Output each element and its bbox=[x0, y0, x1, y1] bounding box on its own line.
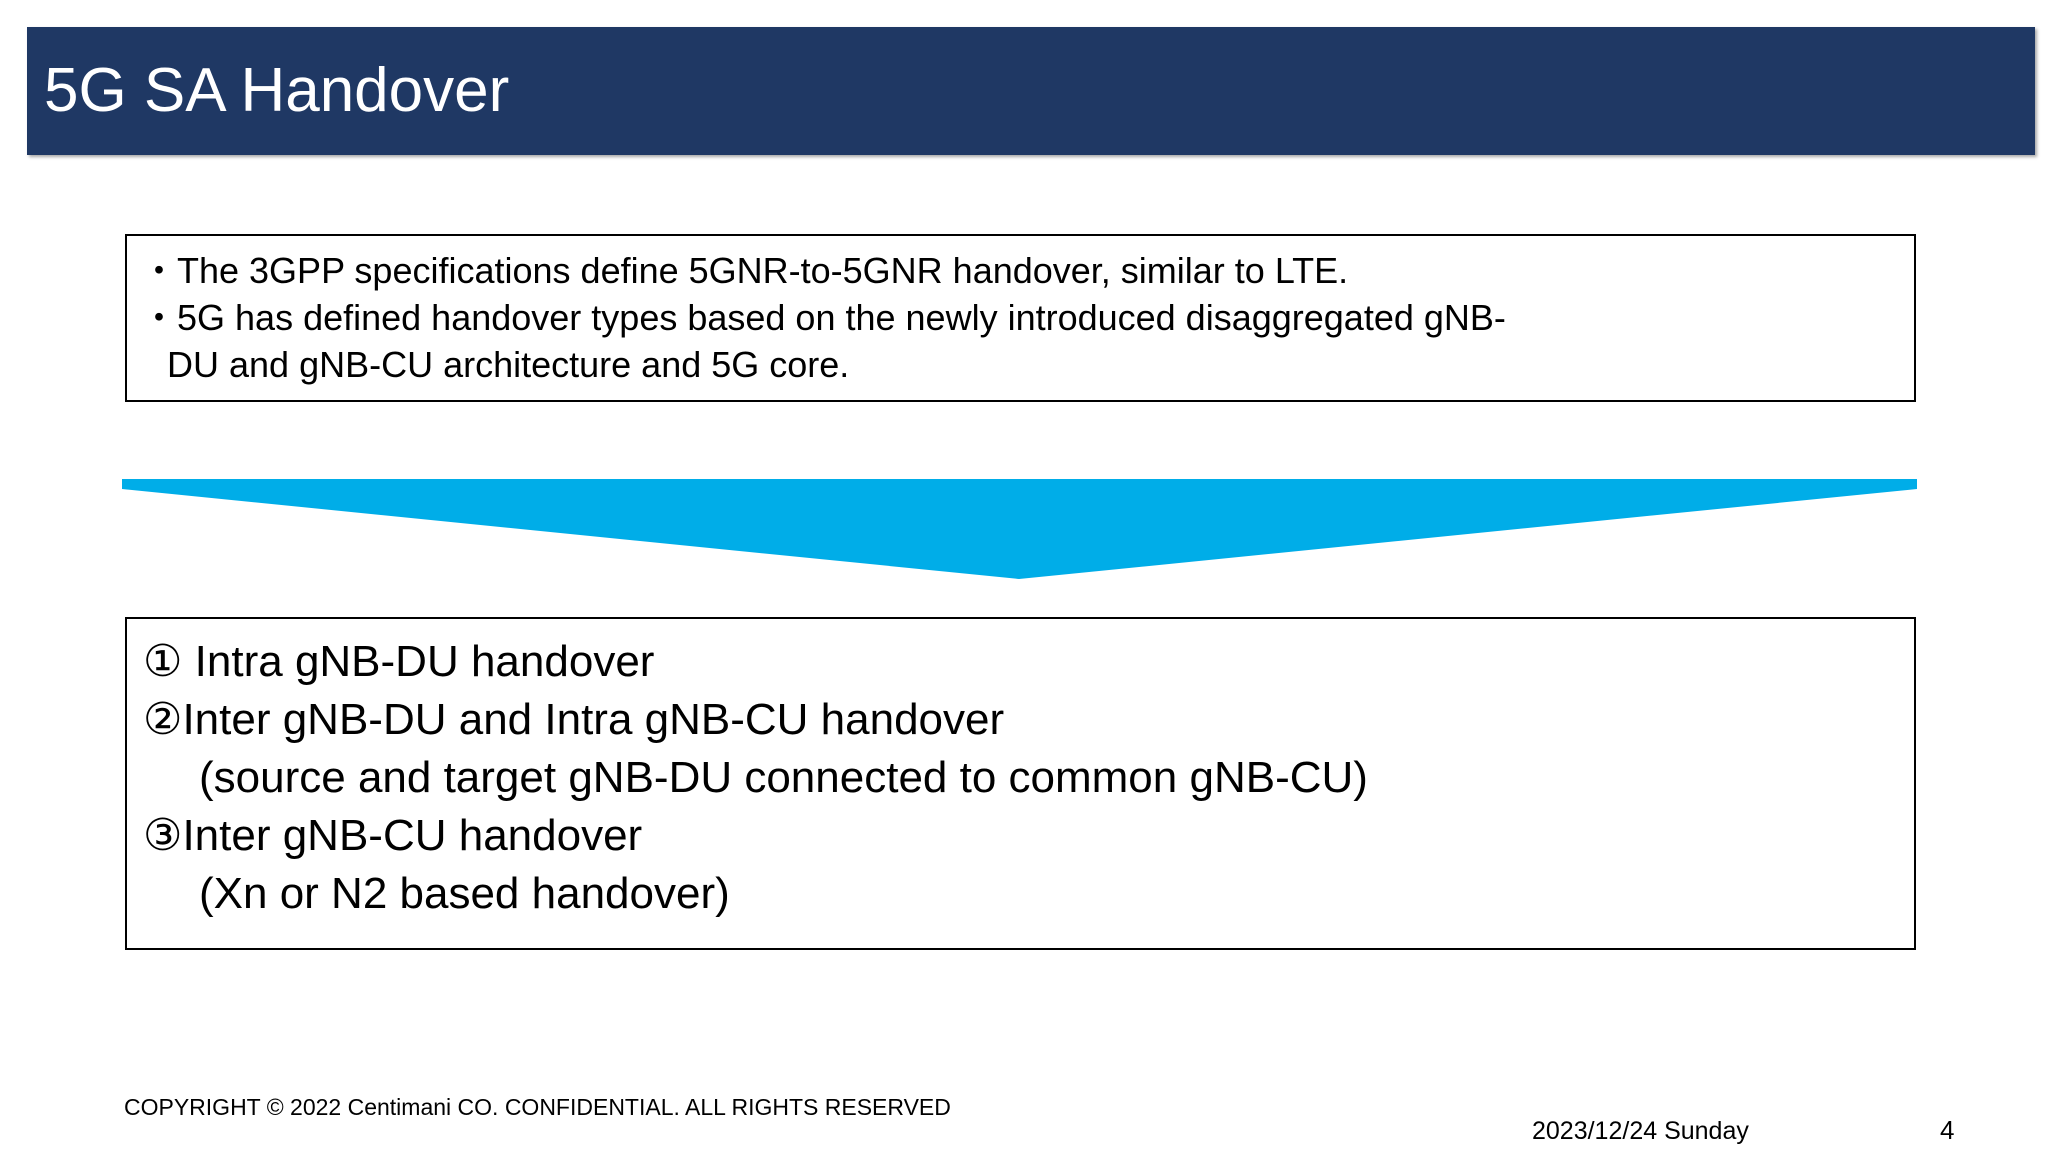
down-chevron-shape bbox=[122, 479, 1917, 579]
page-title: 5G SA Handover bbox=[44, 56, 510, 126]
handover-type-2-detail: (source and target gNB-DU connected to c… bbox=[199, 753, 1368, 803]
down-chevron-icon bbox=[122, 479, 1917, 579]
intro-line-1: ・The 3GPP specifications define 5GNR-to-… bbox=[141, 250, 1349, 291]
handover-type-1: ① Intra gNB-DU handover bbox=[143, 637, 655, 686]
handover-type-3-detail: (Xn or N2 based handover) bbox=[199, 869, 730, 919]
intro-line-3: DU and gNB-CU architecture and 5G core. bbox=[167, 343, 850, 385]
footer-date: 2023/12/24 Sunday bbox=[1532, 1117, 1749, 1145]
handover-type-3: ③Inter gNB-CU handover bbox=[143, 811, 643, 861]
footer-copyright: COPYRIGHT © 2022 Centimani CO. CONFIDENT… bbox=[124, 1094, 951, 1120]
footer-page-number: 4 bbox=[1940, 1115, 1955, 1145]
slide-title-bar: 5G SA Handover bbox=[27, 27, 2035, 155]
intro-text-box: ・The 3GPP specifications define 5GNR-to-… bbox=[125, 234, 1916, 402]
handover-types-box: ① Intra gNB-DU handover ②Inter gNB-DU an… bbox=[125, 617, 1916, 950]
intro-line-2: ・5G has defined handover types based on … bbox=[141, 296, 1506, 338]
handover-type-2: ②Inter gNB-DU and Intra gNB-CU handover bbox=[143, 695, 1005, 745]
